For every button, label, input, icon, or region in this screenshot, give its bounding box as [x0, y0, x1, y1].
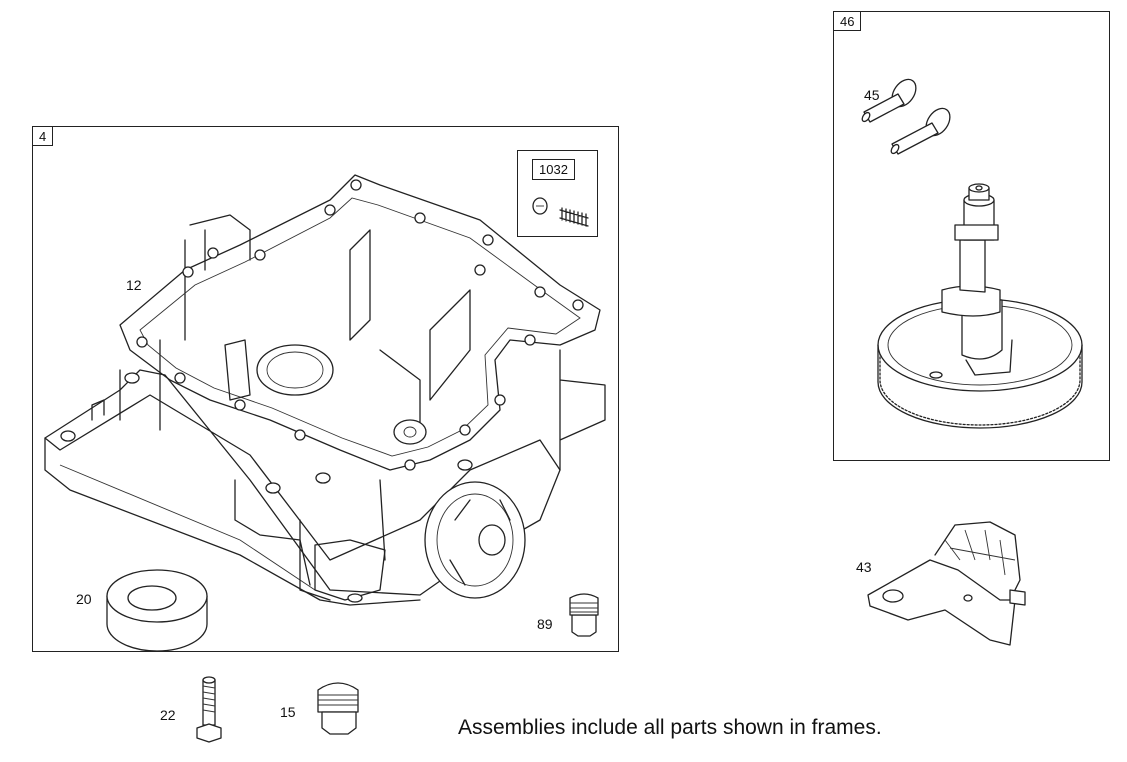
kit-parts	[532, 197, 589, 227]
camshaft-frame-tag: 46	[834, 12, 862, 31]
callout-gasket: 12	[126, 277, 142, 293]
callout-plug-15: 15	[280, 704, 296, 720]
callout-plug-89: 89	[537, 616, 553, 632]
seal-drawing	[106, 569, 208, 652]
callout-screw: 22	[160, 707, 176, 723]
camshaft-drawing	[877, 183, 1083, 429]
plug-89-drawing	[569, 593, 599, 637]
plug-15-drawing	[317, 682, 359, 735]
kit-tag: 1032	[532, 159, 575, 180]
crankcase-drawing	[44, 174, 606, 606]
callout-governor: 43	[856, 559, 872, 575]
assemblies-note: Assemblies include all parts shown in fr…	[458, 716, 882, 739]
governor-drawing	[867, 521, 1026, 646]
screw-drawing	[196, 676, 222, 743]
valve-lifters-drawing	[861, 78, 951, 155]
camshaft-frame: 46	[833, 11, 1110, 461]
callout-valve-lifter: 45	[864, 87, 880, 103]
crankcase-frame-tag: 4	[33, 127, 54, 146]
callout-seal: 20	[76, 591, 92, 607]
crankcase-frame: 4	[32, 126, 619, 652]
kit-box: 1032	[517, 150, 598, 237]
